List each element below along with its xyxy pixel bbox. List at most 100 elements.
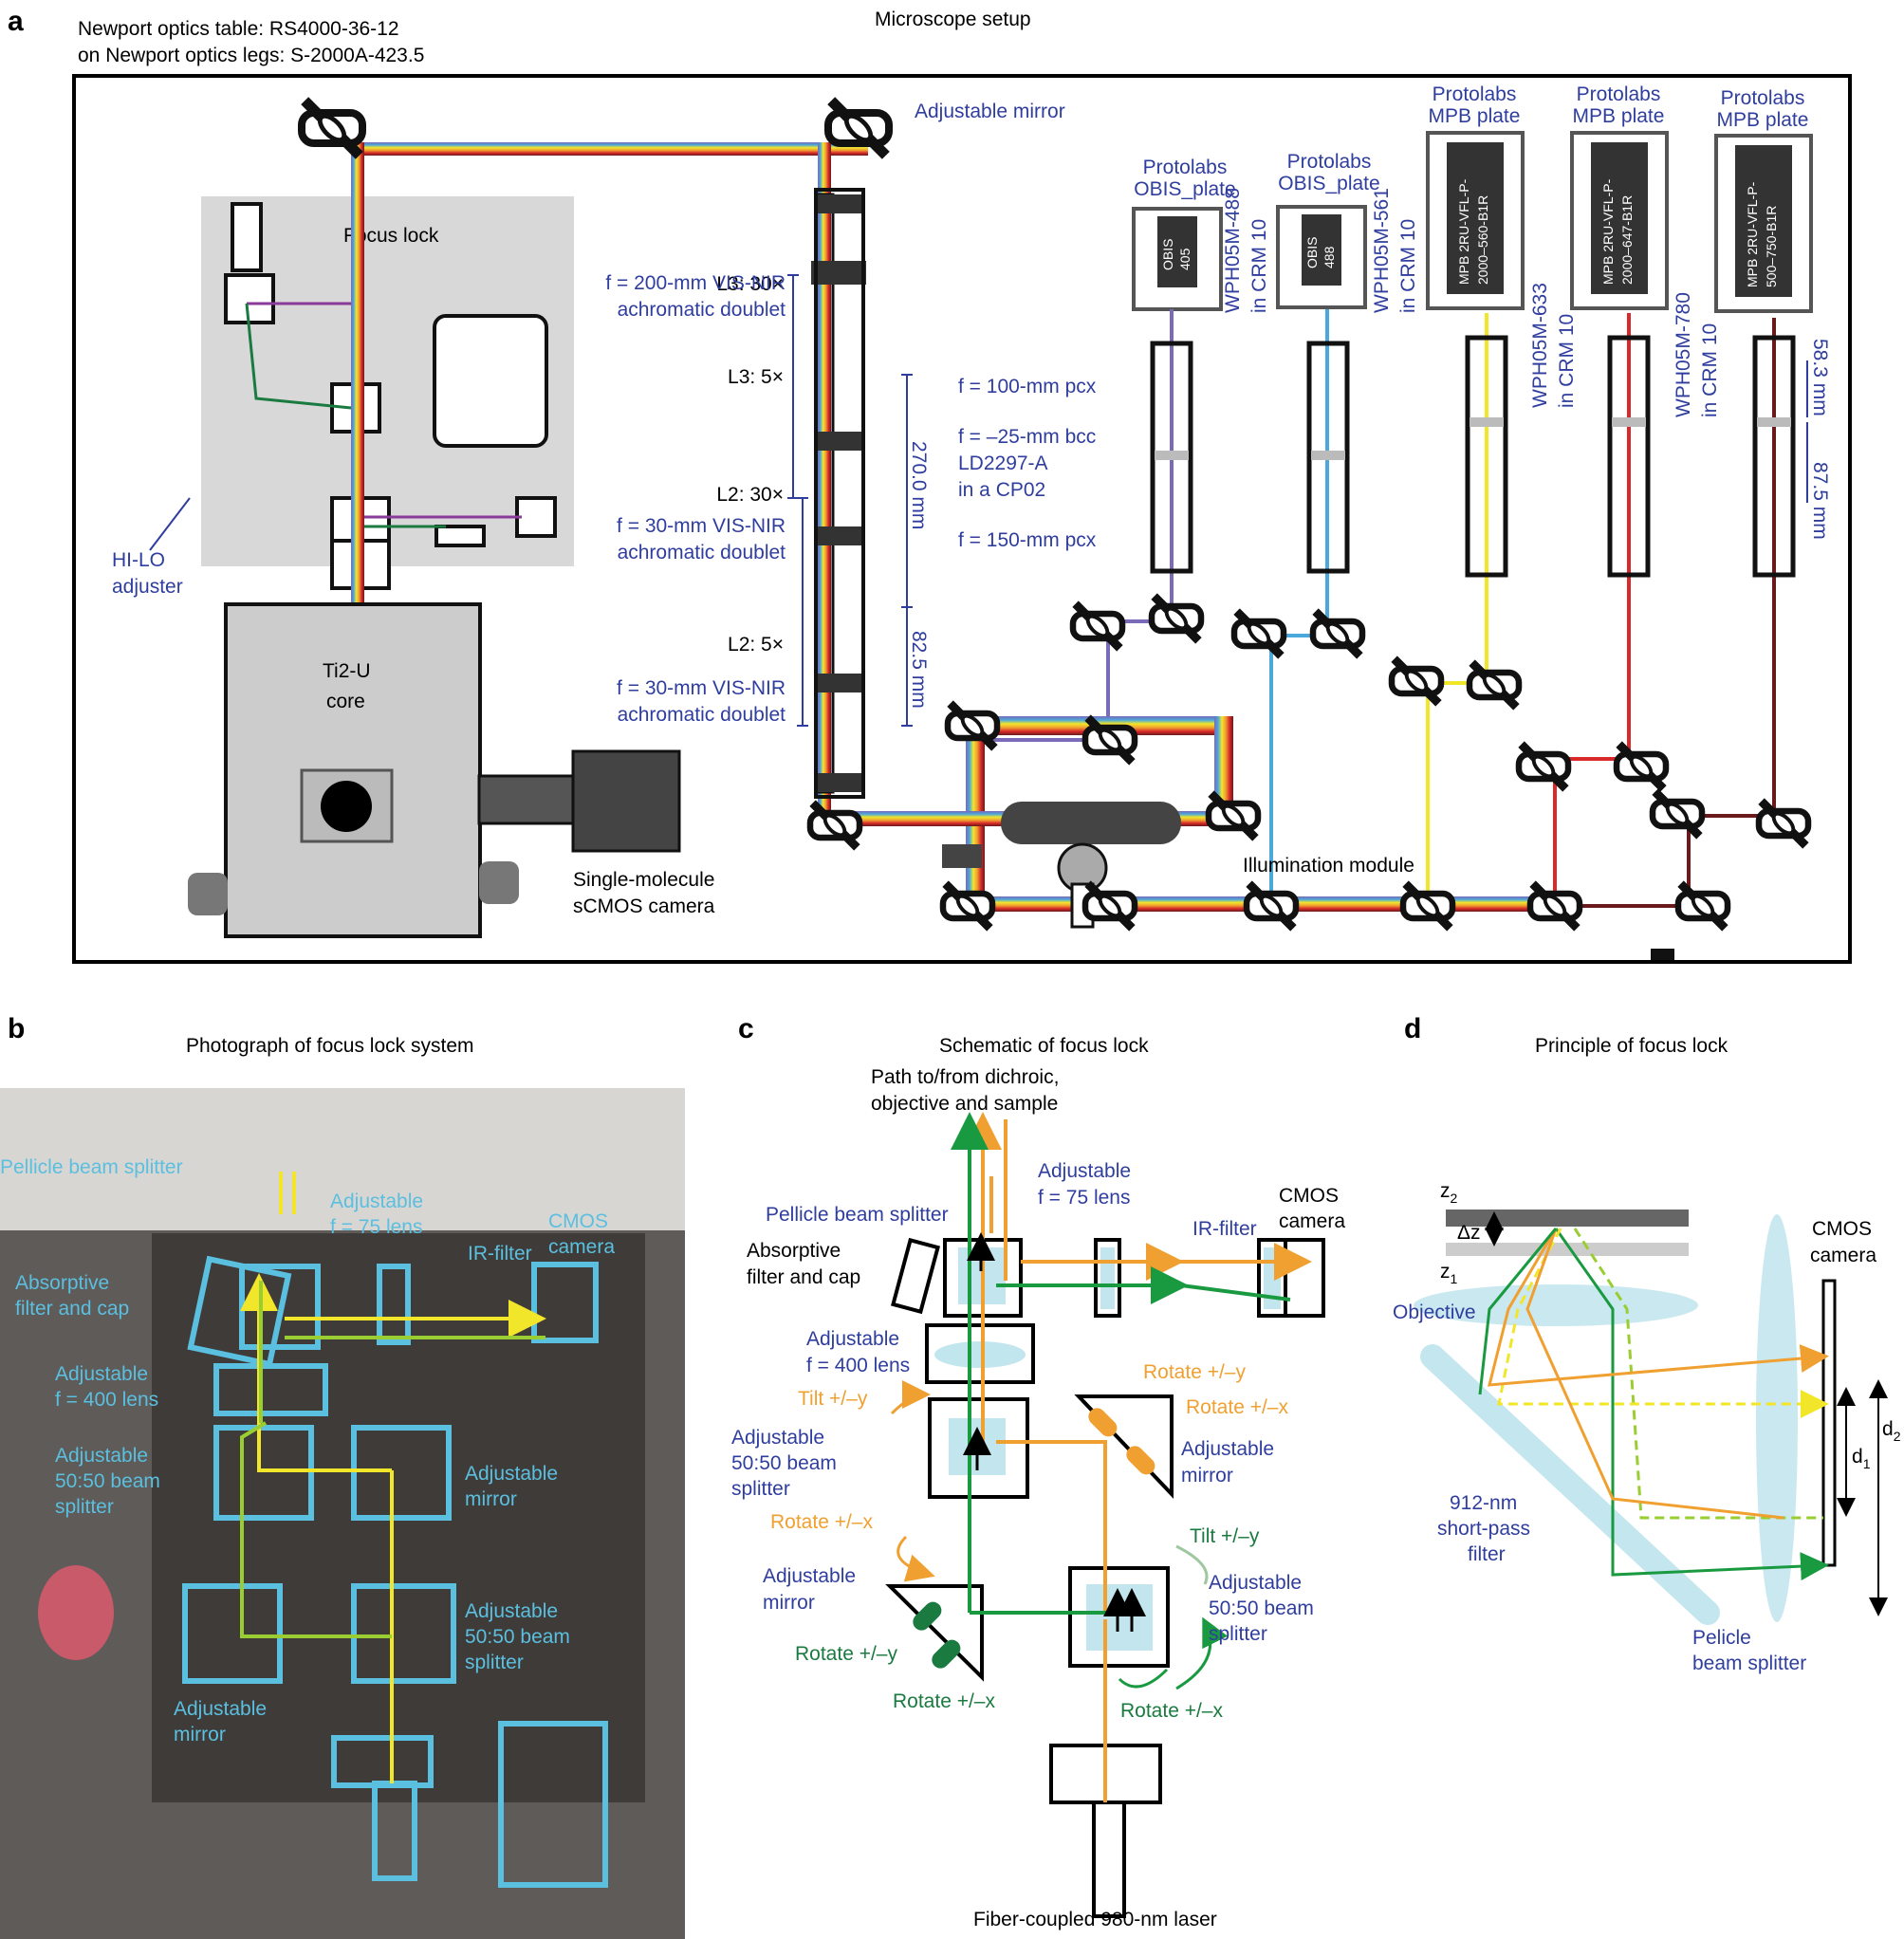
cmos-label-2: camera [1810,1245,1876,1266]
ti2u-core [224,602,482,938]
laser-obis-405: Protolabs OBIS_plate OBIS 405 [1132,157,1236,311]
cmos-label-1: CMOS [1812,1218,1872,1240]
svg-text:Adjustable: Adjustable [806,1328,899,1350]
illum-lens-tube [1001,802,1181,844]
svg-text:Absorptive: Absorptive [747,1240,841,1262]
svg-text:CMOS: CMOS [1279,1185,1339,1207]
panel-label-d: d [1404,1013,1421,1044]
panel-label-c: c [738,1013,754,1044]
path-label-2: objective and sample [871,1093,1058,1115]
schematic-labels: Adjustable f = 75 lens CMOS camera Pelli… [731,1160,1345,1930]
svg-text:Rotate +/–x: Rotate +/–x [770,1511,873,1533]
svg-text:Fiber-coupled 980-nm laser: Fiber-coupled 980-nm laser [973,1909,1217,1930]
svg-text:Adjustable: Adjustable [465,1600,558,1622]
photo-beams [240,1172,546,1783]
svg-text:Adjustable: Adjustable [763,1565,856,1587]
laser-mpb-750: Protolabs MPB plate MPB 2RU-VFL-P- 500–7… [1714,87,1813,313]
svg-text:MPB plate: MPB plate [1429,105,1521,127]
svg-text:50:50 beam: 50:50 beam [55,1470,160,1492]
svg-text:OBIS_plate: OBIS_plate [1134,178,1235,200]
svg-text:f = 400 lens: f = 400 lens [55,1389,158,1411]
waveplate-labels: WPH05M-488 in CRM 10 WPH05M-561 in CRM 1… [1222,188,1721,417]
focus-lock-label: Focus lock [343,225,439,247]
panel-c: c Schematic of focus lock Path to/from d… [731,1013,1345,1930]
svg-text:Pellicle beam splitter: Pellicle beam splitter [766,1204,949,1226]
svg-text:f = 75 lens: f = 75 lens [1038,1187,1130,1209]
filter-label-3: filter [1468,1543,1506,1565]
l2-30-label: L2: 30× [716,484,784,506]
illum-mirror-mounts [810,597,1808,929]
svg-text:camera: camera [1279,1210,1345,1232]
svg-text:Protolabs: Protolabs [1287,151,1372,173]
svg-text:Rotate +/–y: Rotate +/–y [795,1643,897,1665]
hilo-label-1: HI-LO [112,549,165,571]
path-label-1: Path to/from dichroic, [871,1066,1059,1088]
panel-b-title: Photograph of focus lock system [186,1035,474,1057]
core-label-1: Ti2-U [323,660,371,682]
svg-text:Tilt +/–y: Tilt +/–y [798,1388,868,1410]
svg-text:Adjustable: Adjustable [731,1427,824,1449]
svg-text:WPH05M-780: WPH05M-780 [1673,292,1694,417]
pcx100-label: f = 100-mm pcx [958,376,1097,397]
panel-a-title: Microscope setup [875,9,1031,30]
filter-label-1: 912-nm [1450,1492,1517,1514]
l3-30-line1: f = 200-mm VIS-NIR [605,272,786,294]
svg-text:Adjustable: Adjustable [55,1445,148,1467]
svg-text:488: 488 [1322,246,1337,268]
pellicle-label-1: Pelicle [1692,1627,1751,1649]
short-pass-filter [1420,1344,1720,1625]
l3-30-line2: achromatic doublet [618,299,786,321]
schematic-arrows [963,1232,1146,1632]
mirror-adjusters-green [913,1601,961,1669]
camera-label-2: sCMOS camera [573,896,715,917]
svg-text:Adjustable: Adjustable [465,1463,558,1485]
svg-text:f = 75 lens: f = 75 lens [330,1216,422,1238]
panel-a: a Microscope setup Newport optics table:… [8,6,1852,964]
svg-text:splitter: splitter [465,1652,524,1673]
filter-label-2: short-pass [1437,1518,1530,1540]
beam-down-lens [818,142,831,825]
svg-text:Adjustable: Adjustable [1209,1572,1302,1594]
svg-text:MPB 2RU-VFL-P-: MPB 2RU-VFL-P- [1745,181,1760,287]
svg-text:filter and cap: filter and cap [747,1266,860,1288]
svg-text:Rotate +/–y: Rotate +/–y [1143,1361,1246,1383]
svg-text:Rotate +/–x: Rotate +/–x [893,1690,995,1712]
table-note-2: on Newport optics legs: S-2000A-423.5 [78,45,424,66]
svg-text:Adjustable: Adjustable [55,1363,148,1385]
dz-label: Δz [1457,1222,1481,1244]
distance-markers [1837,1379,1888,1616]
pellicle-lens [1756,1214,1798,1622]
svg-text:Adjustable: Adjustable [330,1191,423,1212]
svg-text:Protolabs: Protolabs [1143,157,1228,178]
beam-tubes [1150,335,1796,578]
camera-label-1: Single-molecule [573,869,714,891]
optics-table-frame [72,74,1852,964]
principle-beams [1478,1228,1829,1581]
panel-label-b: b [8,1013,25,1044]
svg-text:mirror: mirror [763,1592,815,1614]
svg-text:mirror: mirror [1181,1465,1233,1487]
objective-lens [1414,1284,1698,1326]
mirror-adjusters-orange [1088,1408,1155,1475]
laser-obis-488: Protolabs OBIS_plate OBIS 488 [1276,151,1380,309]
svg-text:IR-filter: IR-filter [1192,1218,1257,1240]
l2-5-line1: f = 30-mm VIS-NIR [617,677,786,699]
lens-tube-rings [811,194,866,792]
svg-text:mirror: mirror [174,1724,226,1745]
photo-component-boxes [182,1255,608,1888]
l2-5-label: L2: 5× [728,634,784,656]
photo-labels: Pellicle beam splitter Adjustable f = 75… [0,1156,615,1745]
core-knob-right [479,861,519,904]
d2-label: d2 [1882,1418,1901,1444]
l2-5-line2: achromatic doublet [618,704,786,726]
panel-label-a: a [8,6,24,37]
core-label-2: core [326,691,365,712]
l2-30-line2: achromatic doublet [618,542,786,563]
lens-brackets [787,274,913,727]
svg-text:2000–560-B1R: 2000–560-B1R [1475,195,1490,285]
cmos-detector [1821,1279,1837,1567]
dist-270: 270.0 mm [908,441,930,529]
svg-text:OBIS_plate: OBIS_plate [1278,173,1379,194]
svg-text:Adjustable: Adjustable [1181,1438,1274,1460]
